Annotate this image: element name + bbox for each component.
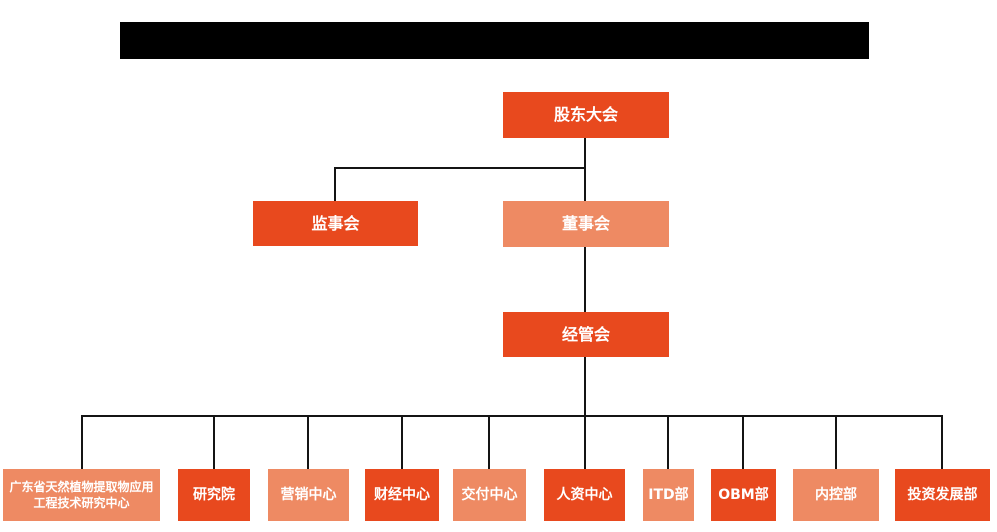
- org-node-research-center: 广东省天然植物提取物应用工程技术研究中心: [3, 469, 160, 521]
- org-node-itd-department: ITD部: [643, 469, 694, 521]
- connector-drop: [941, 415, 943, 469]
- org-node-delivery-center: 交付中心: [453, 469, 526, 521]
- redacted-title-bar: [120, 22, 869, 59]
- org-node-internal-control-department: 内控部: [793, 469, 879, 521]
- connector-drop: [401, 415, 403, 469]
- org-node-hr-center: 人资中心: [544, 469, 625, 521]
- connector-drop: [584, 415, 586, 469]
- connector-main-vertical: [584, 138, 586, 417]
- connector-drop: [307, 415, 309, 469]
- org-node-research-institute: 研究院: [178, 469, 250, 521]
- connector-distribution-horizontal: [81, 415, 943, 417]
- connector-drop: [742, 415, 744, 469]
- connector-branch-horizontal: [334, 167, 586, 169]
- org-node-marketing-center: 营销中心: [268, 469, 349, 521]
- org-node-supervisory-board: 监事会: [253, 201, 418, 246]
- org-node-management-committee: 经管会: [503, 312, 669, 357]
- org-node-finance-center: 财经中心: [365, 469, 439, 521]
- connector-drop: [835, 415, 837, 469]
- connector-drop: [81, 415, 83, 469]
- org-node-investment-development-department: 投资发展部: [895, 469, 990, 521]
- org-node-obm-department: OBM部: [711, 469, 776, 521]
- connector-drop: [488, 415, 490, 469]
- org-node-board-of-directors: 董事会: [503, 201, 669, 247]
- connector-drop: [213, 415, 215, 469]
- connector-drop: [667, 415, 669, 469]
- org-node-shareholders-meeting: 股东大会: [503, 92, 669, 138]
- connector-supervisory-vertical: [334, 167, 336, 201]
